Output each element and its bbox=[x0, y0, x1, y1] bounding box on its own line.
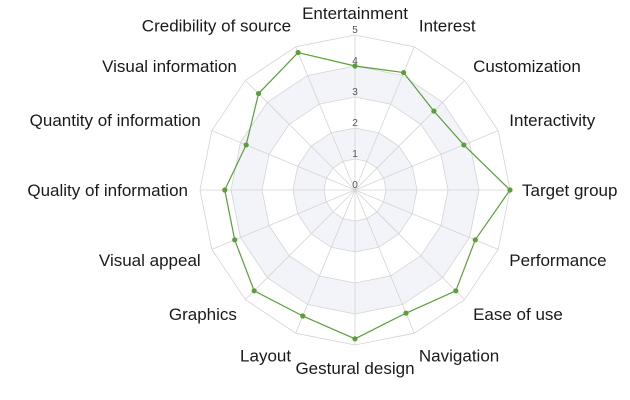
radar-axis-label: Graphics bbox=[169, 305, 237, 324]
radar-tick-label: 2 bbox=[352, 118, 358, 129]
radar-data-point bbox=[300, 313, 306, 319]
radar-data-point bbox=[295, 49, 301, 56]
radar-axis-label: Quantity of information bbox=[30, 111, 201, 130]
radar-tick-label: 5 bbox=[352, 25, 358, 36]
radar-axis-labels: EntertainmentInterestCustomizationIntera… bbox=[27, 4, 617, 378]
radar-spoke-3 bbox=[354, 130, 499, 191]
radar-data-point bbox=[403, 310, 409, 316]
radar-axis-label: Interactivity bbox=[509, 111, 595, 130]
radar-spoke-6 bbox=[354, 189, 465, 300]
radar-spoke-14 bbox=[245, 80, 356, 191]
radar-data-point bbox=[352, 336, 358, 342]
radar-axis-label: Credibility of source bbox=[142, 17, 291, 36]
radar-spoke-2 bbox=[354, 80, 465, 191]
radar-data-point bbox=[453, 288, 459, 294]
radar-spoke-10 bbox=[245, 189, 356, 300]
radar-axis-label: Ease of use bbox=[473, 305, 563, 324]
radar-tick-label: 3 bbox=[352, 87, 358, 98]
radar-tick-label: 0 bbox=[352, 180, 358, 191]
radar-axis-label: Quality of information bbox=[27, 181, 188, 200]
radar-tick-label: 1 bbox=[352, 149, 358, 160]
radar-axis-label: Visual information bbox=[102, 57, 237, 76]
radar-axis-label: Interest bbox=[419, 17, 476, 36]
radar-tick-labels: 0 1 2 3 4 5 bbox=[352, 25, 358, 191]
radar-axis-label: Layout bbox=[240, 346, 291, 365]
radar-data-point bbox=[232, 237, 238, 243]
radar-spoke-9 bbox=[295, 189, 356, 334]
radar-axis-label: Gestural design bbox=[295, 359, 414, 378]
radar-axis-label: Navigation bbox=[419, 346, 499, 365]
radar-data-point bbox=[401, 69, 407, 76]
radar-data-point bbox=[251, 288, 257, 294]
radar-spoke-13 bbox=[211, 130, 356, 191]
radar-data-point bbox=[243, 142, 249, 148]
radar-data-point bbox=[352, 63, 358, 69]
radar-data-point bbox=[472, 237, 478, 243]
radar-data-point bbox=[431, 108, 437, 114]
radar-axis-label: Target group bbox=[522, 181, 617, 200]
radar-tick-label: 4 bbox=[352, 56, 358, 67]
radar-axis-label: Customization bbox=[473, 57, 581, 76]
radar-spoke-7 bbox=[354, 189, 415, 334]
radar-axis-label: Performance bbox=[509, 251, 606, 270]
radar-data-point bbox=[507, 187, 513, 193]
radar-data-point bbox=[255, 90, 262, 97]
radar-axis-label: Visual appeal bbox=[99, 251, 201, 270]
radar-data-point bbox=[461, 142, 467, 148]
radar-series bbox=[222, 49, 513, 342]
radar-axis-label: Entertainment bbox=[302, 4, 408, 23]
radar-spoke-15 bbox=[295, 46, 356, 191]
radar-data-point bbox=[222, 187, 228, 193]
